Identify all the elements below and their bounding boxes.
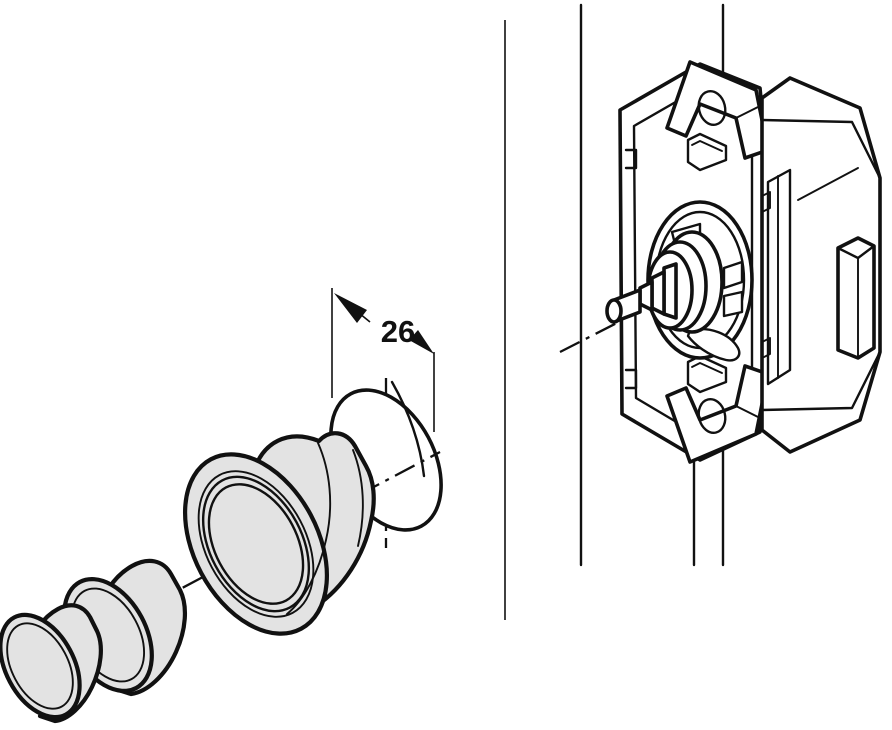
actuator-shaft bbox=[605, 262, 678, 324]
latch-bolt-outline bbox=[836, 236, 876, 360]
lock-body bbox=[760, 76, 882, 454]
cover-cap-face-ring bbox=[6, 622, 74, 710]
bushing-bore-opening bbox=[207, 483, 305, 605]
latch-bolt bbox=[836, 236, 876, 360]
dimension-label-26: 26 bbox=[381, 314, 415, 349]
cylinder-web-5 bbox=[722, 290, 744, 318]
channel-notch-bottom bbox=[761, 337, 771, 359]
retaining-clip-top bbox=[686, 132, 728, 172]
cover-cap bbox=[0, 603, 103, 724]
cover-cap-face bbox=[0, 612, 82, 720]
dimension-arrow-right bbox=[409, 330, 434, 354]
screw-hole-top bbox=[697, 90, 727, 126]
bore-inner-arc bbox=[390, 380, 426, 478]
dimension-26: 26 bbox=[331, 288, 435, 432]
lock-body-channel-face bbox=[766, 168, 792, 386]
lock-body-bottom-edge bbox=[760, 350, 882, 412]
bushing-barrel-edge-2 bbox=[352, 449, 364, 547]
retaining-clip-top-edge bbox=[691, 140, 723, 152]
exploded-view: 26 bbox=[0, 288, 443, 724]
mounting-tab-top-fold bbox=[735, 105, 761, 119]
mounting-tab-bottom-fold bbox=[735, 405, 761, 419]
bushing-flange-ring-inner bbox=[201, 475, 311, 613]
mounting-tab-top bbox=[665, 60, 770, 160]
installed-view bbox=[559, 3, 882, 567]
plate-notch-upper-left bbox=[624, 148, 638, 170]
bushing-flange bbox=[182, 452, 330, 636]
flanged-bushing bbox=[182, 431, 376, 636]
mounting-tab-top-outline bbox=[665, 60, 770, 160]
channel-notch-top bbox=[761, 191, 771, 213]
cylinder-cam-arm bbox=[686, 327, 741, 362]
lock-body-top-edge bbox=[760, 118, 882, 180]
shaft-tip-face bbox=[605, 298, 623, 324]
dimension-arrow-left bbox=[334, 293, 371, 323]
mounting-tab-bottom-outline bbox=[665, 364, 770, 464]
lock-body-fold-line bbox=[797, 167, 859, 201]
retaining-clip-bottom-edge bbox=[691, 362, 723, 374]
bushing-barrel-edge-1 bbox=[286, 442, 332, 615]
bushing-flange-ring-outer bbox=[197, 470, 315, 618]
screw-hole-bottom bbox=[697, 398, 727, 434]
lock-body-channel bbox=[766, 168, 792, 386]
mounting-tab-bottom bbox=[665, 364, 770, 464]
plate-notch-lower-left bbox=[624, 368, 638, 390]
cylinder-web-4 bbox=[722, 260, 744, 290]
